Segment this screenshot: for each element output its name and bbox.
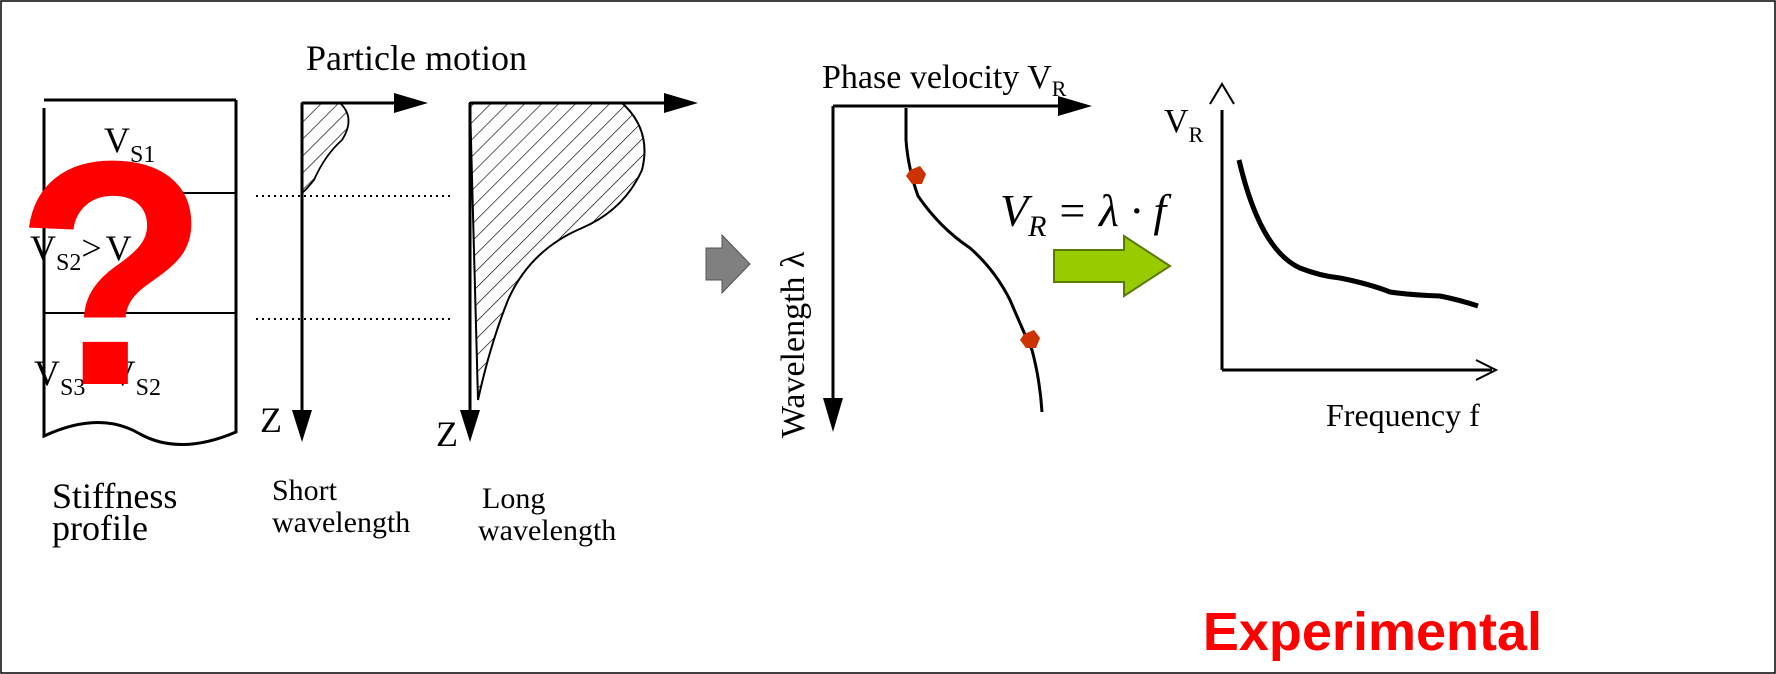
layer2-velocity-label: VS2>VS1	[30, 228, 157, 276]
vr-axis-arrowhead	[1209, 82, 1235, 105]
short-amplitude-arrowhead	[394, 93, 428, 113]
frequency-axis-label: Frequency f	[1326, 397, 1480, 433]
long-caption-line2: wavelength	[478, 514, 616, 547]
gray-process-arrow	[705, 233, 751, 295]
short-depth-arrowhead	[292, 410, 312, 442]
velocity-frequency-plot: VR Frequency f	[1164, 82, 1499, 433]
question-mark-icon: ?	[14, 94, 209, 452]
dispersion-point-1	[906, 166, 926, 184]
phase-velocity-axis-label: Phase velocity VR	[822, 59, 1067, 101]
layer3-velocity-label: VS3>VS2	[34, 353, 161, 401]
short-wavelength-motion: Z Short wavelength	[260, 93, 428, 539]
velocity-equation: VR= λ · f	[1000, 185, 1172, 243]
short-caption-line1: Short	[272, 474, 338, 507]
long-depth-arrowhead	[460, 410, 480, 442]
long-amplitude-arrowhead	[664, 93, 698, 113]
vr-frequency-curve	[1236, 159, 1479, 309]
profile-outline	[42, 100, 238, 446]
vr-axis-label: VR	[1164, 103, 1204, 147]
long-depth-label: Z	[436, 414, 458, 454]
profile-caption-line2: profile	[52, 508, 148, 548]
short-caption-line2: wavelength	[272, 506, 410, 539]
long-caption-line1: Long	[482, 482, 545, 515]
short-motion-envelope	[301, 102, 350, 195]
green-transform-arrow	[1053, 234, 1172, 298]
experimental-badge: Experimental	[1203, 602, 1542, 662]
profile-caption-line1: Stiffness	[52, 476, 177, 516]
wavelength-arrowhead	[823, 398, 843, 432]
layer1-velocity-label: VS1	[104, 120, 155, 168]
long-wavelength-motion: Z Long wavelength	[436, 93, 698, 547]
particle-motion-title: Particle motion	[306, 38, 527, 78]
frequency-axis-arrowhead	[1475, 359, 1499, 381]
stiffness-profile: VS1 VS2>VS1 VS3>VS2 ? Stiffness profile	[14, 94, 238, 548]
wavelength-axis-label: Wavelength λ	[775, 251, 812, 438]
phase-velocity-arrowhead	[1058, 96, 1092, 116]
dispersion-plot: Phase velocity VR Wavelength λ	[775, 59, 1092, 438]
dispersion-point-2	[1020, 330, 1040, 348]
dispersion-curve	[904, 108, 1044, 413]
long-motion-envelope	[468, 102, 646, 401]
short-depth-label: Z	[260, 400, 282, 440]
